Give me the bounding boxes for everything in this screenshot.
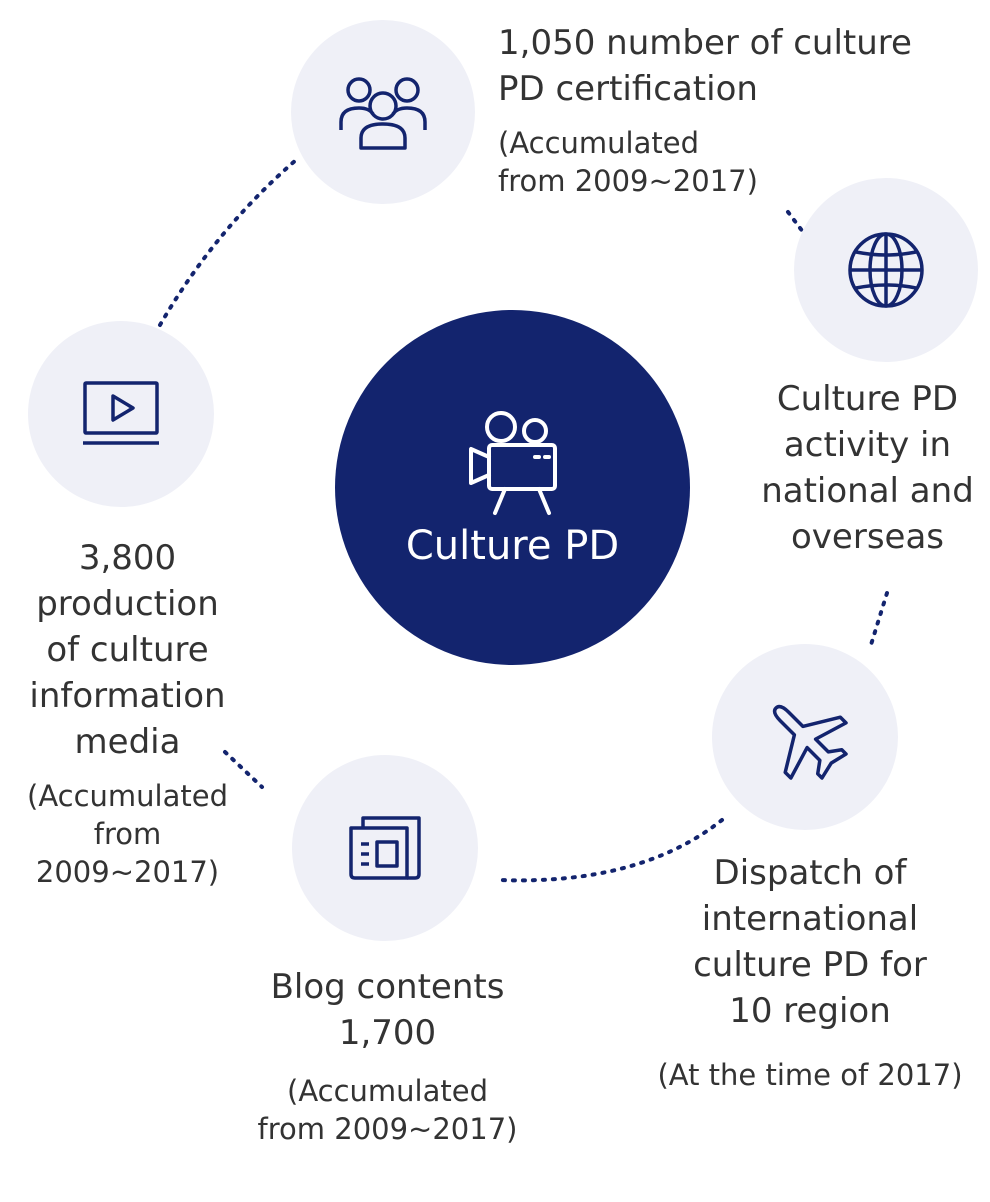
- activity-circle: [794, 178, 978, 362]
- activity-title-line1: Culture PD: [776, 379, 959, 419]
- certification-note-line2: from 2009~2017): [498, 164, 758, 198]
- connector-media-certification: [158, 158, 298, 327]
- dispatch-title-line3: culture PD for: [693, 945, 927, 985]
- connector-activity-dispatch: [868, 591, 889, 650]
- media-note-line2: from 2009~2017): [35, 817, 220, 889]
- certification-title-line1: 1,050 number of culture: [498, 23, 912, 63]
- movie-camera-icon: [468, 410, 557, 515]
- connector-media-blog: [223, 750, 264, 789]
- certification-circle: [291, 20, 475, 204]
- media-title-line5: media: [74, 722, 181, 762]
- airplane-icon: [772, 704, 848, 780]
- media-circle: [28, 321, 214, 507]
- media-title-line4: information: [29, 676, 226, 716]
- newspaper-icon: [349, 816, 421, 880]
- dispatch-title-line4: 10 region: [729, 991, 891, 1031]
- blog-text: Blog contents 1,700 (Accumulated from 20…: [240, 964, 535, 1148]
- activity-title-line3: national and: [761, 471, 974, 511]
- blog-title-line1: Blog contents: [270, 967, 505, 1007]
- activity-title-line4: overseas: [791, 517, 944, 557]
- blog-note-line1: (Accumulated: [287, 1074, 488, 1108]
- dispatch-text: Dispatch of international culture PD for…: [630, 850, 990, 1094]
- people-group-icon: [339, 77, 427, 150]
- blog-note-line2: from 2009~2017): [257, 1112, 518, 1146]
- certification-note-line1: (Accumulated: [498, 126, 699, 160]
- certification-title-line2: PD certification: [498, 69, 758, 109]
- video-player-icon: [83, 381, 159, 445]
- center-label: Culture PD: [405, 522, 620, 569]
- media-title-line3: of culture: [46, 630, 209, 670]
- media-note-line1: (Accumulated: [27, 779, 228, 813]
- connector-certification-activity: [786, 210, 805, 234]
- dispatch-title-line2: international: [701, 899, 919, 939]
- dispatch-note: (At the time of 2017): [657, 1058, 963, 1092]
- certification-text: 1,050 number of culture PD certification…: [498, 20, 912, 200]
- media-title-line2: production: [36, 584, 219, 624]
- globe-icon: [848, 232, 924, 308]
- connector-dispatch-blog: [498, 818, 724, 883]
- dispatch-title-line1: Dispatch of: [713, 853, 907, 893]
- center-circle: Culture PD: [335, 310, 690, 665]
- media-title-line1: 3,800: [78, 538, 177, 578]
- blog-circle: [292, 755, 478, 941]
- media-text: 3,800 production of culture information …: [0, 535, 255, 891]
- blog-title-line2: 1,700: [338, 1013, 437, 1053]
- activity-title-line2: activity in: [783, 425, 952, 465]
- dispatch-circle: [712, 644, 898, 830]
- activity-text: Culture PD activity in national and over…: [745, 376, 990, 560]
